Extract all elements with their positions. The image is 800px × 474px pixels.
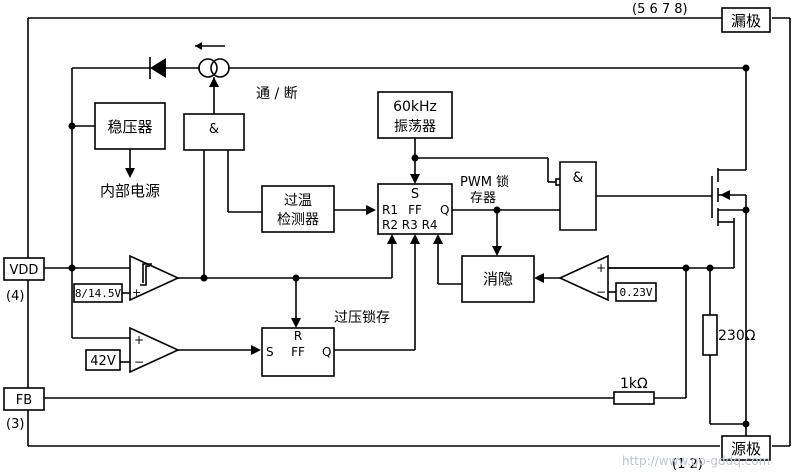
regulator-block — [94, 102, 166, 150]
cs-minus: − — [596, 285, 606, 299]
drain-pin-label: 漏极 — [731, 12, 761, 30]
on-off-label: 通 / 断 — [256, 86, 298, 102]
pwm-latch-r1: R1 — [382, 203, 398, 217]
ov-latch-s: S — [266, 345, 274, 359]
ref-023v-label: 0.23V — [619, 286, 652, 299]
oscillator-block — [377, 91, 453, 139]
source-pin-numbers: (1 2) — [672, 457, 703, 472]
ov-plus: + — [134, 333, 144, 347]
resistor-230 — [702, 314, 718, 356]
ov-comparator — [129, 326, 180, 374]
ref-42v-box — [85, 349, 121, 371]
pwm-latch-caption2: 存器 — [470, 191, 496, 206]
fb-pin-number: (3) — [6, 417, 24, 432]
vdd-pin-label: VDD — [10, 263, 39, 278]
resistor-1k-label: 1kΩ — [620, 376, 648, 392]
ov-latch-q: Q — [322, 345, 331, 359]
output-and-label: & — [573, 170, 584, 186]
current-source-symbol — [195, 42, 230, 78]
source-pin-label: 源极 — [731, 440, 761, 458]
ov-latch-caption: 过压锁存 — [334, 310, 390, 326]
resistor-1k — [613, 391, 655, 405]
cs-plus: + — [596, 261, 606, 275]
ref-42v-label: 42V — [90, 354, 116, 369]
overtemp-detector — [261, 185, 335, 233]
resistor-230-label: 230Ω — [718, 328, 756, 344]
and-block-top-label: & — [209, 122, 219, 137]
ov-latch — [261, 327, 335, 377]
uvlo-comparator — [129, 254, 180, 302]
pwm-latch-r-row2: R2 R3 R4 — [382, 218, 438, 232]
internal-supply-label: 内部电源 — [100, 182, 160, 200]
source-pin — [721, 435, 771, 461]
ov-latch-ff: FF — [291, 345, 305, 359]
ov-latch-r: R — [294, 329, 302, 343]
blanking-block — [461, 255, 535, 303]
junction-dots — [68, 64, 750, 428]
startup-path — [71, 67, 746, 268]
diode-symbol — [149, 57, 166, 79]
regulator-label: 稳压器 — [107, 118, 152, 136]
oscillator-line1: 60kHz — [393, 99, 437, 115]
vdd-pin — [3, 257, 45, 281]
uvlo-plus: + — [132, 286, 141, 299]
pwm-latch-ff: FF — [408, 203, 422, 217]
pwm-latch — [377, 183, 453, 235]
oscillator-line2: 振荡器 — [394, 119, 436, 135]
watermark: http://www.go-gddq.com — [622, 454, 770, 468]
and-block-top — [183, 113, 245, 151]
chip-outline — [27, 17, 791, 447]
fb-pin-label: FB — [16, 393, 32, 408]
ref-023v-box — [615, 282, 657, 302]
fb-pin — [3, 387, 45, 411]
drain-pin — [721, 7, 771, 33]
drain-pin-numbers: (5 6 7 8) — [632, 2, 688, 17]
and-to-source-arrow — [209, 77, 219, 87]
vdd-pin-number: (4) — [6, 289, 24, 304]
hysteresis-label: 8/14.5V — [75, 287, 122, 300]
current-sense-comparator — [558, 254, 609, 302]
pwm-latch-q: Q — [440, 203, 449, 217]
pwm-latch-s: S — [411, 187, 419, 202]
overtemp-line2: 检测器 — [277, 212, 319, 228]
pwm-latch-caption1: PWM 锁 — [460, 174, 509, 190]
blanking-label: 消隐 — [483, 270, 513, 288]
overtemp-line1: 过温 — [284, 193, 312, 209]
ov-minus: − — [134, 355, 144, 369]
mosfet-symbol — [711, 68, 747, 226]
